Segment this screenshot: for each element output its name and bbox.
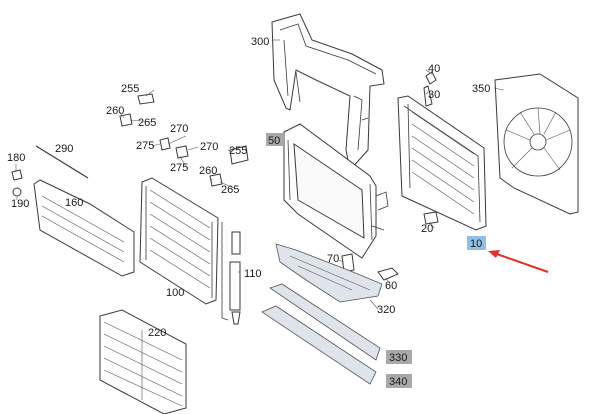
- label-30: 30: [428, 89, 440, 101]
- label-340: 340: [389, 376, 407, 388]
- label-290: 290: [55, 143, 73, 155]
- tag-50-bg: [266, 133, 284, 146]
- part-330-seal: [269, 283, 381, 361]
- label-160: 160: [65, 197, 83, 209]
- part-320-air-guide: [275, 243, 383, 303]
- part-160-grille: [33, 179, 135, 277]
- label-190: 190: [11, 198, 29, 210]
- label-260a: 260: [106, 105, 124, 117]
- part-110-drier: [221, 222, 241, 325]
- label-300: 300: [251, 36, 269, 48]
- part-180-190-clips: [11, 169, 23, 197]
- label-320: 320: [377, 304, 395, 316]
- label-270a: 270: [170, 123, 188, 135]
- label-255b: 255: [229, 145, 247, 157]
- label-40: 40: [428, 63, 440, 75]
- part-290-strip: [35, 145, 89, 179]
- label-270b: 270: [200, 141, 218, 153]
- label-70: 70: [327, 253, 339, 265]
- label-180: 180: [7, 152, 25, 164]
- part-350-fan-shroud: [494, 73, 579, 215]
- part-340-seal: [261, 305, 377, 385]
- label-10: 10: [470, 238, 482, 250]
- part-70-60-clips: [341, 253, 399, 281]
- label-20: 20: [421, 223, 433, 235]
- part-brackets-cluster: [119, 93, 249, 187]
- tag-330-bg: [386, 350, 412, 364]
- part-50-frame: [283, 123, 389, 259]
- label-330: 330: [389, 352, 407, 364]
- leader-lines: [15, 39, 505, 310]
- part-100-condenser: [139, 177, 219, 305]
- label-265a: 265: [138, 117, 156, 129]
- red-arrow: [488, 250, 549, 273]
- part-40-30-mounts: [423, 71, 437, 107]
- label-275a: 275: [136, 140, 154, 152]
- label-255a: 255: [121, 83, 139, 95]
- tag-10-bg: [467, 236, 486, 250]
- label-110: 110: [244, 268, 262, 280]
- tag-340-bg: [386, 374, 412, 388]
- label-220: 220: [148, 327, 166, 339]
- label-265b: 265: [221, 184, 239, 196]
- part-20-sensor: [423, 211, 439, 225]
- label-60: 60: [385, 280, 397, 292]
- label-100: 100: [166, 287, 184, 299]
- part-10-radiator: [397, 95, 487, 231]
- label-260b: 260: [199, 165, 217, 177]
- label-50: 50: [268, 135, 280, 147]
- label-350: 350: [472, 83, 490, 95]
- label-275b: 275: [170, 162, 188, 174]
- part-220-lower-grille: [99, 309, 187, 414]
